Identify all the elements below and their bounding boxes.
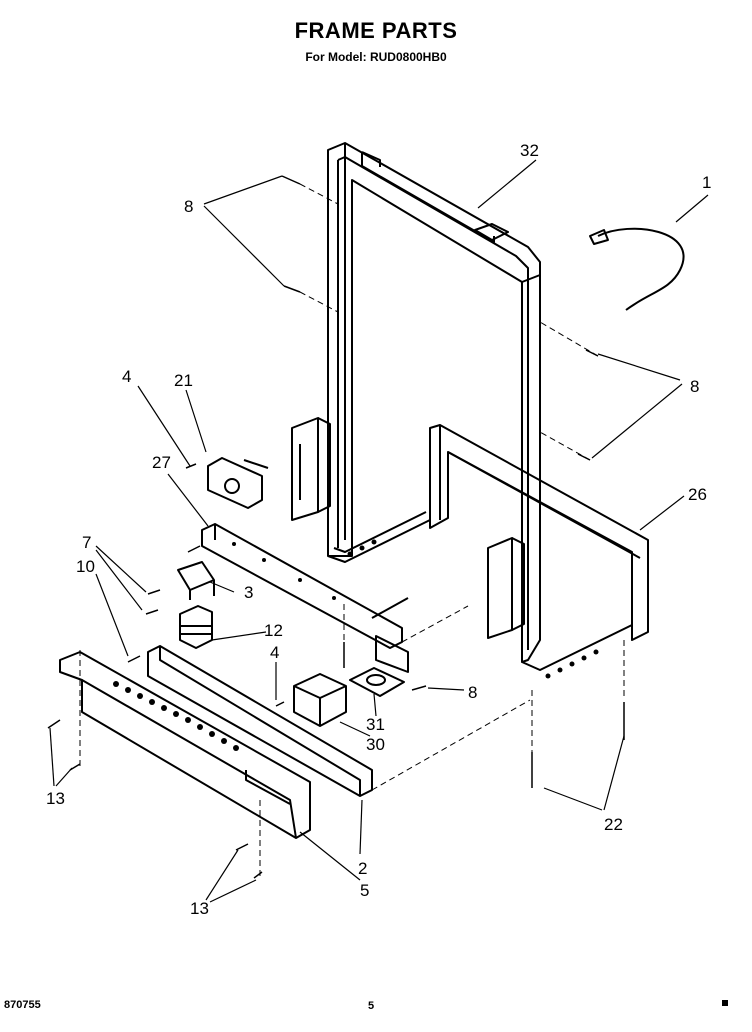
callout-13-left: 13	[46, 789, 65, 808]
switch-part-12	[179, 605, 213, 649]
panel-holes	[113, 539, 599, 751]
power-cord-part-1	[589, 227, 685, 311]
callout-12: 12	[264, 621, 283, 640]
callout-10: 10	[76, 557, 95, 576]
bracket-part-31	[349, 635, 409, 697]
kick-plate-part-5	[59, 651, 311, 839]
page-number: 5	[368, 1000, 375, 1012]
base-frame-part-26	[429, 424, 649, 641]
callout-8-top: 8	[184, 197, 193, 216]
door-frame-part-32	[327, 142, 633, 671]
corner-mark	[722, 1000, 728, 1006]
junction-box-part-30	[293, 673, 347, 727]
callout-4-top: 4	[122, 367, 131, 386]
screws	[47, 175, 625, 879]
callout-2: 2	[358, 859, 367, 878]
callout-21: 21	[174, 371, 193, 390]
callout-13-bottom: 13	[190, 899, 209, 918]
callout-30: 30	[366, 735, 385, 754]
toe-panel-part-2	[147, 645, 373, 797]
document-number: 870755	[4, 999, 41, 1011]
hinge-bracket-right	[487, 537, 525, 639]
callout-22: 22	[604, 815, 623, 834]
callout-31: 31	[366, 715, 385, 734]
page-title: FRAME PARTS	[294, 18, 458, 43]
callout-27: 27	[152, 453, 171, 472]
callout-5: 5	[360, 881, 369, 900]
callout-7: 7	[82, 533, 91, 552]
model-subtitle: For Model: RUD0800HB0	[305, 50, 447, 64]
hinge-bracket-left	[291, 417, 331, 521]
clip-part-3	[177, 561, 215, 600]
assembly-lines	[79, 183, 625, 876]
latch-part-21	[207, 457, 269, 509]
callout-3: 3	[244, 583, 253, 602]
callout-labels: 1 32 8 8 4 21 27 26 7 10 3 12 4 8 31 30 …	[46, 141, 711, 918]
callout-8-bottom: 8	[468, 683, 477, 702]
callout-32: 32	[520, 141, 539, 160]
leader-lines	[49, 159, 709, 903]
callout-4-mid: 4	[270, 643, 279, 662]
callout-26: 26	[688, 485, 707, 504]
callout-1: 1	[702, 173, 711, 192]
callout-8-right: 8	[690, 377, 699, 396]
